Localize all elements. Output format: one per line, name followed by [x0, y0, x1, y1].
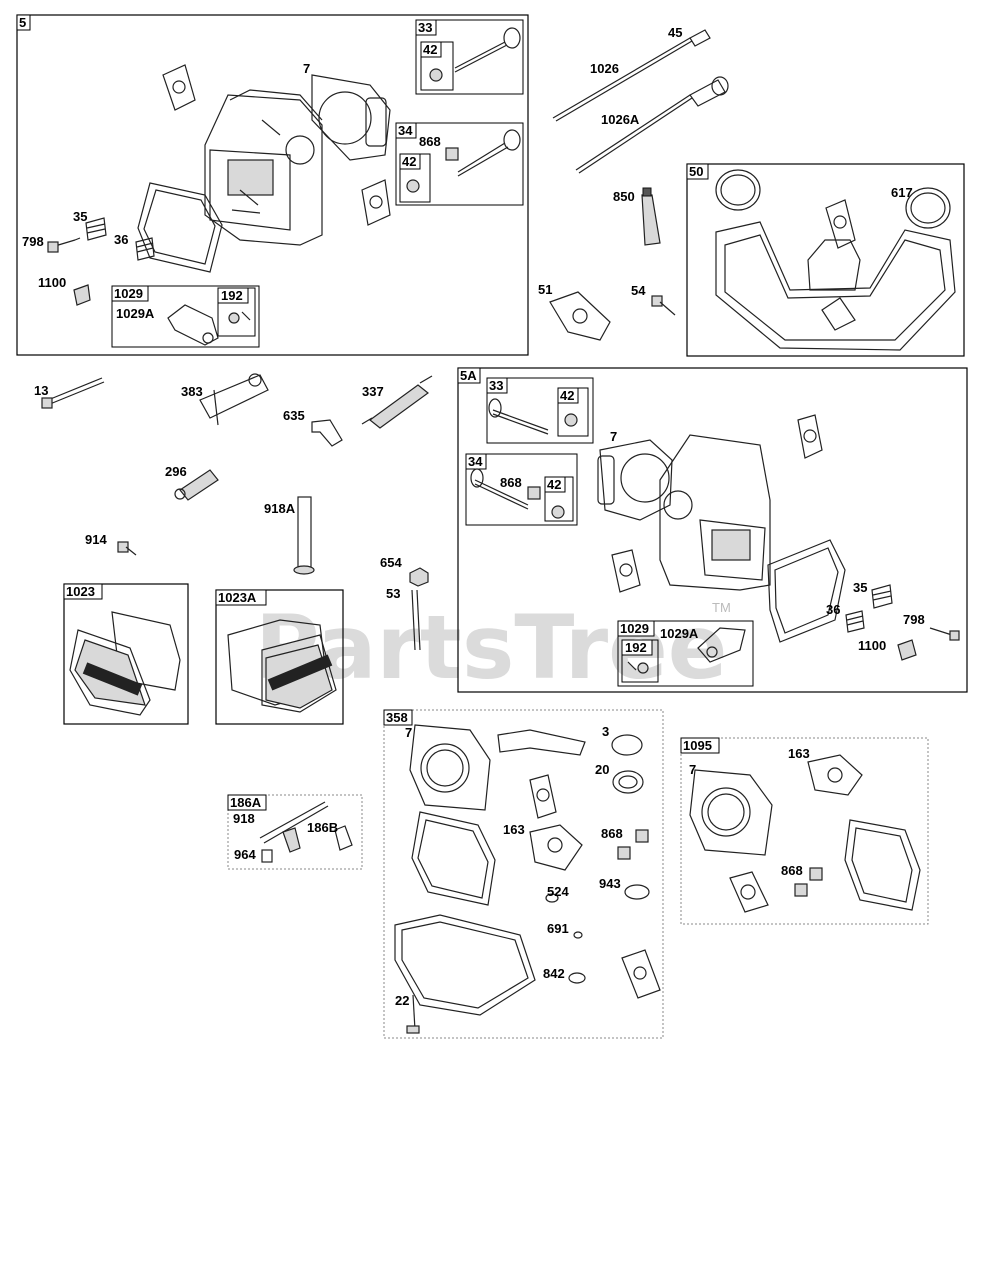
svg-text:42: 42: [423, 42, 437, 57]
svg-text:1023: 1023: [66, 584, 95, 599]
label-635[interactable]: 635: [283, 408, 305, 423]
label-914[interactable]: 914: [85, 532, 107, 547]
label-7[interactable]: 7: [303, 61, 310, 76]
assembly-5[interactable]: 5: [16, 14, 529, 356]
label-918A[interactable]: 918A: [264, 501, 296, 516]
push-rods-drawing: [549, 29, 729, 341]
label-36-5A[interactable]: 36: [826, 602, 840, 617]
label-20[interactable]: 20: [595, 762, 609, 777]
svg-text:5: 5: [19, 15, 26, 30]
svg-text:1023A: 1023A: [218, 590, 257, 605]
svg-text:1095: 1095: [683, 738, 712, 753]
valve-33-drawing: [429, 27, 521, 82]
label-163-1095[interactable]: 163: [788, 746, 810, 761]
label-45[interactable]: 45: [668, 25, 682, 40]
svg-text:33: 33: [418, 20, 432, 35]
label-22[interactable]: 22: [395, 993, 409, 1008]
label-943[interactable]: 943: [599, 876, 621, 891]
label-868-5A[interactable]: 868: [500, 475, 522, 490]
label-51[interactable]: 51: [538, 282, 552, 297]
label-13[interactable]: 13: [34, 383, 48, 398]
loose-parts-drawing: [41, 373, 433, 651]
intake-manifold-drawing: [715, 169, 956, 351]
label-383[interactable]: 383: [181, 384, 203, 399]
svg-text:1029: 1029: [620, 621, 649, 636]
label-918[interactable]: 918: [233, 811, 255, 826]
cylinder-head-5A-drawing: [470, 398, 960, 674]
svg-text:192: 192: [221, 288, 243, 303]
label-54[interactable]: 54: [631, 283, 646, 298]
svg-text:5A: 5A: [460, 368, 477, 383]
svg-text:34: 34: [398, 123, 413, 138]
assembly-50[interactable]: 50: [686, 163, 965, 357]
label-7-5A[interactable]: 7: [610, 429, 617, 444]
svg-text:186A: 186A: [230, 795, 262, 810]
assembly-1095[interactable]: 1095: [680, 737, 929, 925]
label-186B[interactable]: 186B: [307, 820, 338, 835]
svg-text:33: 33: [489, 378, 503, 393]
assembly-358[interactable]: 358: [383, 709, 664, 1039]
assembly-34[interactable]: 34 42: [395, 122, 524, 206]
assembly-5A-1029[interactable]: 1029 192: [617, 620, 754, 687]
valve-cover-1023-drawing: [69, 611, 181, 716]
assembly-5A-33[interactable]: 33 42: [486, 377, 594, 444]
svg-text:358: 358: [386, 710, 408, 725]
label-1026A[interactable]: 1026A: [601, 112, 640, 127]
label-1026[interactable]: 1026: [590, 61, 619, 76]
gasket-set-1095-drawing: [689, 754, 921, 913]
svg-text:34: 34: [468, 454, 483, 469]
svg-text:192: 192: [625, 640, 647, 655]
valve-cover-1023A-drawing: [227, 619, 337, 713]
valve-34-drawing: [406, 129, 521, 193]
svg-text:42: 42: [402, 154, 416, 169]
label-7-1095[interactable]: 7: [689, 762, 696, 777]
gasket-set-358-drawing: [394, 724, 661, 1034]
assembly-1029[interactable]: 1029 192: [111, 285, 260, 348]
label-1100[interactable]: 1100: [38, 275, 66, 290]
label-35-5A[interactable]: 35: [853, 580, 867, 595]
svg-text:1029: 1029: [114, 286, 143, 301]
svg-text:42: 42: [547, 477, 561, 492]
label-53[interactable]: 53: [386, 586, 400, 601]
label-798-5A[interactable]: 798: [903, 612, 925, 627]
label-296[interactable]: 296: [165, 464, 187, 479]
label-524[interactable]: 524: [547, 884, 569, 899]
assembly-5A[interactable]: 5A: [457, 367, 968, 693]
label-1029A[interactable]: 1029A: [116, 306, 155, 321]
label-337[interactable]: 337: [362, 384, 384, 399]
label-964[interactable]: 964: [234, 847, 256, 862]
label-36[interactable]: 36: [114, 232, 128, 247]
label-35[interactable]: 35: [73, 209, 87, 224]
label-868-1095[interactable]: 868: [781, 863, 803, 878]
cylinder-head-drawing: [47, 64, 391, 346]
label-3[interactable]: 3: [602, 724, 609, 739]
label-7-358[interactable]: 7: [405, 725, 412, 740]
assembly-1023A[interactable]: 1023A: [215, 589, 344, 725]
assembly-186A[interactable]: 186A: [227, 794, 363, 870]
label-1029A-5A[interactable]: 1029A: [660, 626, 699, 641]
watermark-tm: TM: [712, 600, 731, 615]
label-1100-5A[interactable]: 1100: [858, 638, 886, 653]
assembly-33[interactable]: 33 42: [415, 19, 524, 95]
label-798[interactable]: 798: [22, 234, 44, 249]
label-654[interactable]: 654: [380, 555, 402, 570]
label-868-358[interactable]: 868: [601, 826, 623, 841]
label-868[interactable]: 868: [419, 134, 441, 149]
label-691[interactable]: 691: [547, 921, 569, 936]
svg-text:50: 50: [689, 164, 703, 179]
breather-tube-drawing: [259, 801, 353, 863]
assembly-1023[interactable]: 1023: [63, 583, 189, 725]
label-842[interactable]: 842: [543, 966, 565, 981]
svg-text:42: 42: [560, 388, 574, 403]
label-617[interactable]: 617: [891, 185, 913, 200]
label-850[interactable]: 850: [613, 189, 635, 204]
label-163[interactable]: 163: [503, 822, 525, 837]
